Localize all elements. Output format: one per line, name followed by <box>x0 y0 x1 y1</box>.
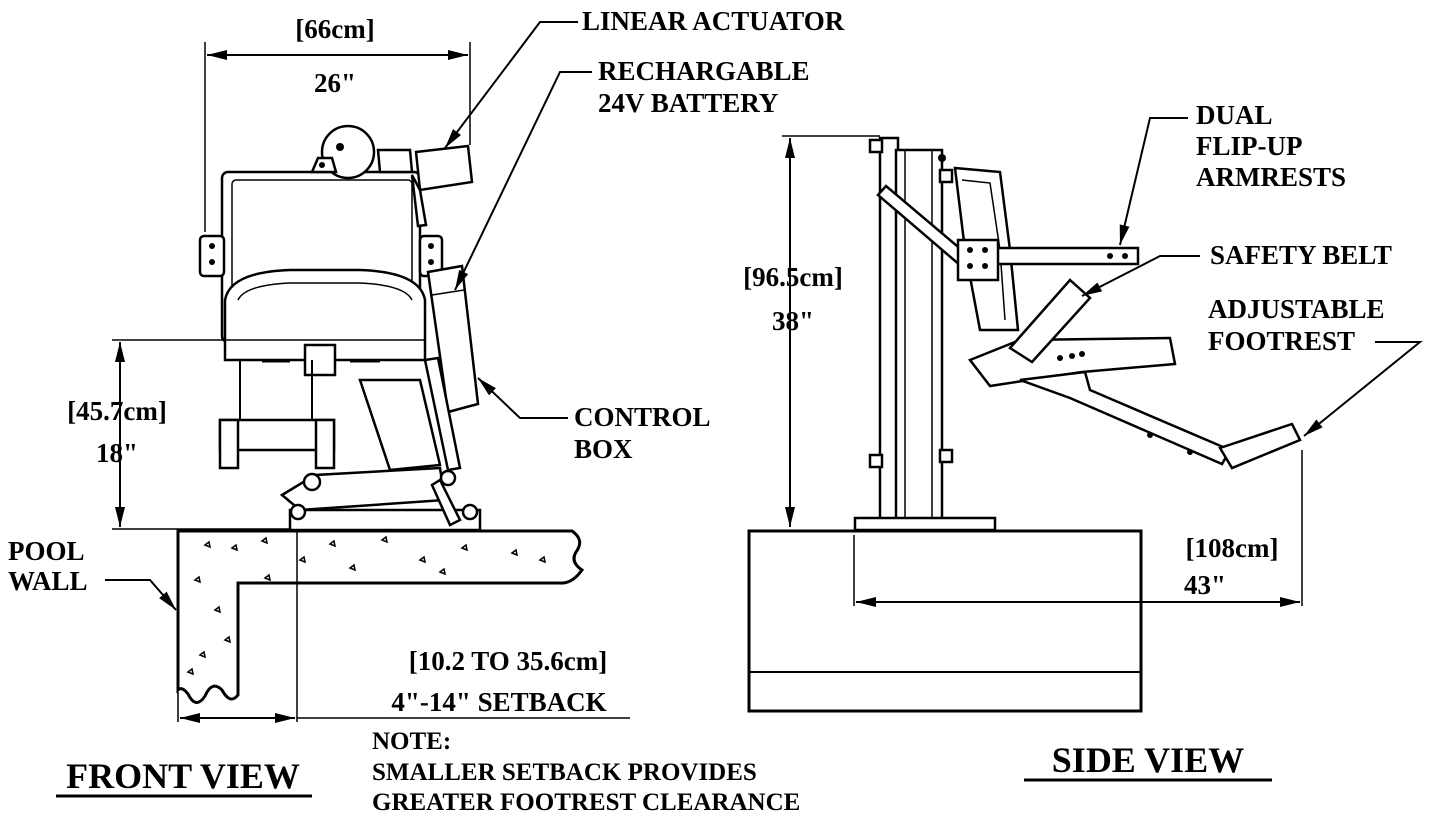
label-footrest-line2: FOOTREST <box>1208 326 1355 356</box>
side-view-title: SIDE VIEW <box>1052 740 1244 780</box>
pool-deck <box>176 529 585 704</box>
dim-width-metric: [66cm] <box>295 14 374 44</box>
side-footrest <box>1218 422 1302 470</box>
dim-width-imperial: 26" <box>314 68 356 98</box>
label-armrests-line3: ARMRESTS <box>1196 162 1346 192</box>
dim-seat-height-metric: [45.7cm] <box>67 396 167 426</box>
side-leg-support <box>1019 370 1232 466</box>
label-control-line1: CONTROL <box>574 402 711 432</box>
front-view-drawing <box>105 21 630 723</box>
label-armrests-line1: DUAL <box>1196 100 1273 130</box>
label-pool-line1: POOL <box>8 536 85 566</box>
lift-column <box>358 378 442 472</box>
battery-pack <box>426 264 480 414</box>
leader-pool-wall <box>105 579 177 611</box>
dim-setback-metric: [10.2 TO 35.6cm] <box>409 646 608 676</box>
label-armrests-line2: FLIP-UP <box>1196 131 1302 161</box>
dim-reach-imperial: 43" <box>1184 570 1226 600</box>
note-line-3: GREATER FOOTREST CLEARANCE <box>372 789 800 816</box>
leader-battery <box>454 71 592 291</box>
chair-seat <box>223 268 427 362</box>
label-battery-line2: 24V BATTERY <box>598 88 778 118</box>
dim-seat-height-imperial: 18" <box>96 438 138 468</box>
dim-setback-imperial: 4"-14" SETBACK <box>391 687 606 717</box>
anchor-base <box>288 508 482 532</box>
leader-footrest <box>1303 341 1423 437</box>
leader-safety-belt <box>1081 255 1200 297</box>
leader-control-box <box>477 377 568 419</box>
side-view-drawing <box>747 117 1423 713</box>
note-heading: NOTE: <box>372 728 451 755</box>
front-view-title: FRONT VIEW <box>66 756 300 796</box>
side-armrest <box>988 246 1140 266</box>
concrete-texture <box>186 535 547 676</box>
label-pool-line2: WALL <box>8 566 88 596</box>
label-linear-actuator: LINEAR ACTUATOR <box>582 6 845 36</box>
linear-actuator-body <box>414 144 474 192</box>
label-battery-line1: RECHARGABLE <box>598 56 810 86</box>
side-concrete-block <box>747 529 1143 713</box>
dim-height-imperial: 38" <box>772 306 814 336</box>
leader-linear-actuator <box>444 21 578 149</box>
dim-height-metric: [96.5cm] <box>743 262 843 292</box>
label-footrest-line1: ADJUSTABLE <box>1208 294 1385 324</box>
dim-reach-metric: [108cm] <box>1186 533 1279 563</box>
side-safety-belt <box>1008 278 1092 364</box>
label-safety-belt: SAFETY BELT <box>1210 240 1392 270</box>
leader-armrests <box>1119 117 1188 246</box>
label-control-line2: BOX <box>574 434 633 464</box>
note-line-2: SMALLER SETBACK PROVIDES <box>372 759 757 786</box>
